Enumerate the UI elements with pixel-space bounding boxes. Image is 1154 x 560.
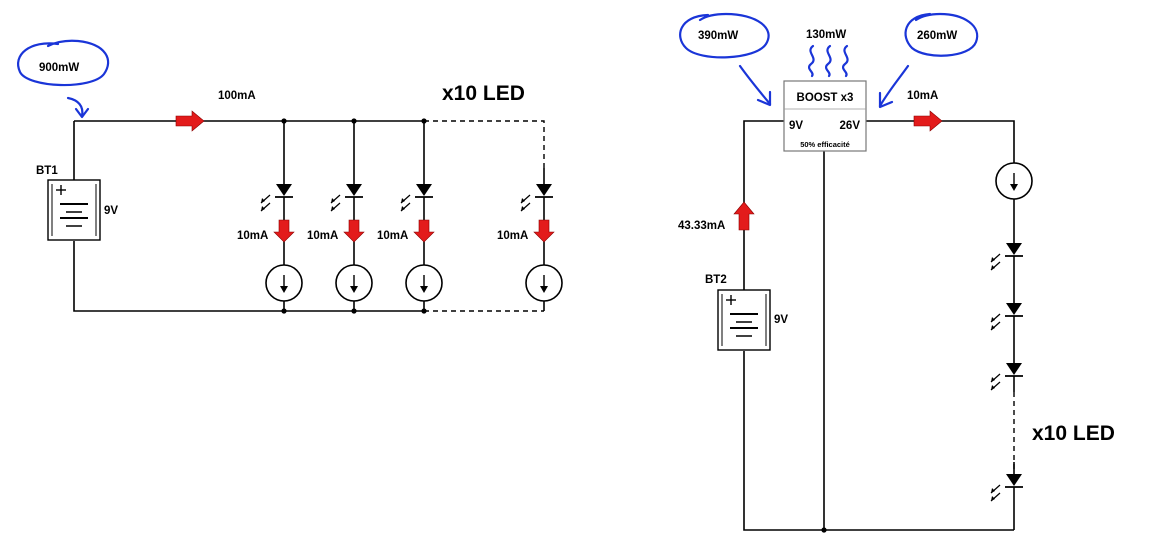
current-source-3 xyxy=(405,264,443,302)
right-current-source xyxy=(995,162,1033,200)
boost-converter: BOOST x3 9V 26V 50% efficacité xyxy=(783,80,867,152)
right-output-power-annotation: 260mW xyxy=(878,12,979,109)
led-2-symbol xyxy=(330,183,364,212)
right-wires xyxy=(743,120,1015,533)
battery-bt1-name: BT1 xyxy=(36,165,58,177)
left-power-annotation: 900mW xyxy=(17,39,110,119)
left-total-current-label: 100mA xyxy=(218,90,256,102)
branch-10-current-label: 10mA xyxy=(497,230,528,242)
right-input-current-label: 43.33mA xyxy=(678,220,725,232)
current-source-2 xyxy=(335,264,373,302)
branch-2-current-arrow xyxy=(343,219,365,243)
led-10-symbol xyxy=(520,183,554,212)
series-led-3-symbol xyxy=(990,362,1024,391)
branch-1-current-label: 10mA xyxy=(237,230,268,242)
battery-bt2-name: BT2 xyxy=(705,274,727,286)
led-1-symbol xyxy=(260,183,294,212)
current-source-10 xyxy=(525,264,563,302)
branch-3-current-label: 10mA xyxy=(377,230,408,242)
battery-bt1-voltage: 9V xyxy=(104,205,118,217)
left-circuit: BT1 9V 100mA x10 LED 10mA 10mA 10mA 10mA… xyxy=(17,39,563,314)
right-input-power-annotation: 390mW xyxy=(679,12,772,107)
series-led-10-symbol xyxy=(990,473,1024,502)
branch-10-current-arrow xyxy=(533,219,555,243)
right-output-current-arrow xyxy=(913,110,943,132)
left-led-count-label: x10 LED xyxy=(442,82,525,105)
right-led-count-label: x10 LED xyxy=(1032,422,1115,445)
left-wires xyxy=(73,118,545,314)
branch-3-current-arrow xyxy=(413,219,435,243)
battery-bt1-symbol xyxy=(47,179,101,241)
right-output-current-label: 10mA xyxy=(907,90,938,102)
battery-bt2-symbol xyxy=(717,289,771,351)
boost-output-voltage: 26V xyxy=(840,120,861,132)
current-source-1 xyxy=(265,264,303,302)
left-power-annotation-text: 900mW xyxy=(39,62,79,74)
branch-1-current-arrow xyxy=(273,219,295,243)
left-total-current-arrow xyxy=(175,110,205,132)
boost-efficiency: 50% efficacité xyxy=(800,140,850,149)
series-led-1-symbol xyxy=(990,242,1024,271)
led-3-symbol xyxy=(400,183,434,212)
boost-input-voltage: 9V xyxy=(789,120,803,132)
right-input-current-arrow xyxy=(733,201,755,231)
boost-title: BOOST x3 xyxy=(797,92,854,104)
right-loss-power-annotation: 130mW xyxy=(806,29,849,78)
series-led-2-symbol xyxy=(990,302,1024,331)
battery-bt2-voltage: 9V xyxy=(774,314,788,326)
right-circuit: BT2 9V 43.33mA BOOST x3 9V 26V 50% effic… xyxy=(678,12,1115,533)
right-output-power-text: 260mW xyxy=(917,30,957,42)
right-loss-power-text: 130mW xyxy=(806,29,846,41)
branch-2-current-label: 10mA xyxy=(307,230,338,242)
right-input-power-text: 390mW xyxy=(698,30,738,42)
